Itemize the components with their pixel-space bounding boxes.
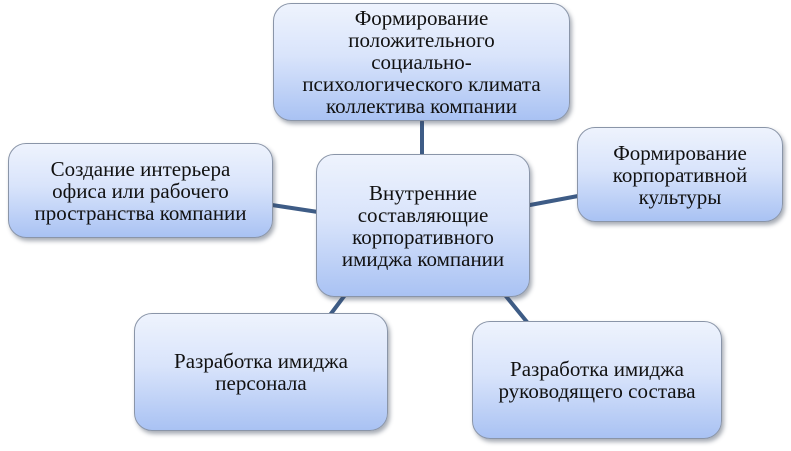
node-top-line-2: положительного (348, 28, 495, 52)
node-center-hub: Внутренние составляющие корпоративного и… (316, 154, 530, 297)
node-bottom-left-personnel: Разработка имиджа персонала (134, 313, 388, 431)
node-center-line-1: Внутренние (368, 180, 478, 205)
node-top-climate: Формирование положительного социально- п… (273, 3, 570, 121)
node-left-line-3: пространства компании (34, 200, 247, 225)
node-bottom-left-line-2: персонала (215, 371, 307, 395)
node-left-interior: Создание интерьера офиса или рабочего пр… (8, 143, 273, 238)
node-left-line-1: Создание интерьера (50, 156, 231, 181)
connector-left (270, 203, 320, 214)
node-right-line-3: культуры (638, 184, 722, 209)
node-center-line-2: составляющие (357, 202, 489, 227)
node-bottom-right-line-1: Разработка имиджа (510, 357, 684, 381)
node-bottom-left-line-1: Разработка имиджа (174, 349, 348, 373)
connector-bottom-left (328, 293, 347, 317)
node-top-line-5: коллектива компании (325, 94, 517, 118)
node-right-line-2: корпоративной (612, 162, 748, 187)
node-top-line-1: Формирование (354, 6, 489, 30)
node-right-culture: Формирование корпоративной культуры (577, 127, 783, 222)
node-right-line-1: Формирование (613, 140, 747, 165)
node-bottom-right-line-2: руководящего состава (498, 379, 696, 403)
node-top-line-4: психологического климата (302, 72, 541, 96)
connector-right (528, 194, 580, 207)
node-center-line-3: корпоративного (352, 224, 494, 249)
node-top-line-3: социально- (371, 50, 472, 74)
node-left-line-2: офиса или рабочего (52, 178, 229, 203)
node-center-line-4: имиджа компании (341, 246, 505, 271)
connector-bottom-right (503, 293, 529, 324)
node-bottom-right-management: Разработка имиджа руководящего состава (472, 321, 722, 439)
